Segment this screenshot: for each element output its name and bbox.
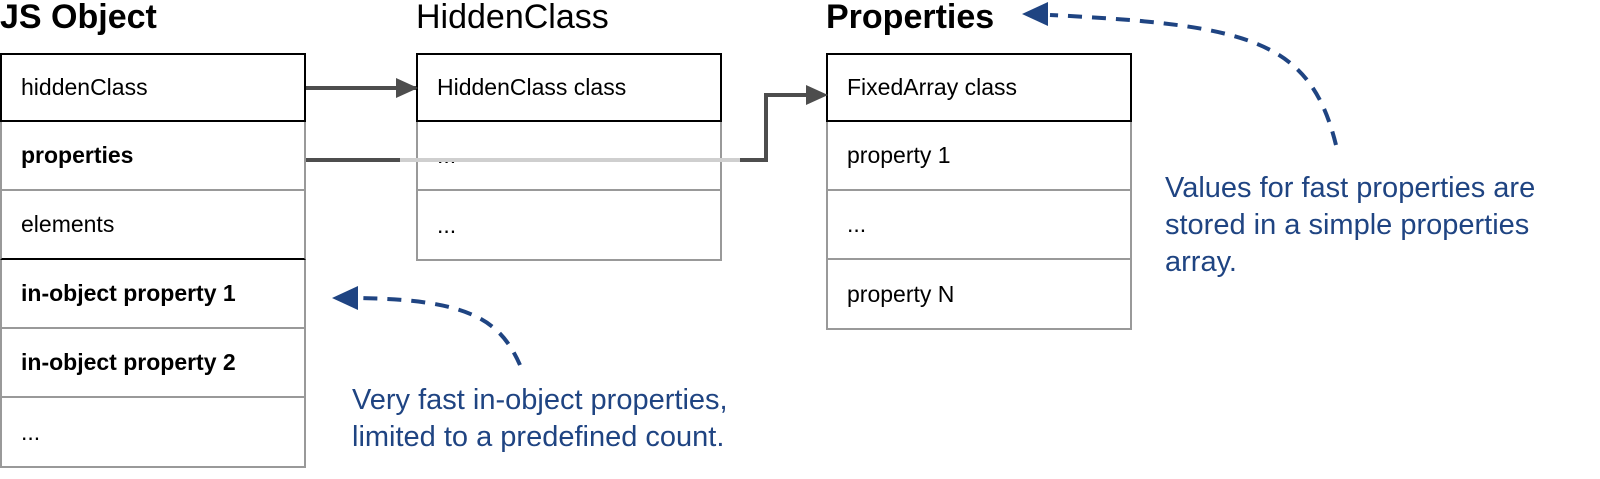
- fast-properties-arrowhead-icon: [1022, 2, 1048, 26]
- js-object-row-hiddenclass: hiddenClass: [0, 53, 306, 122]
- js-object-row-elements: elements: [0, 191, 306, 260]
- properties-arrowhead-icon: [806, 85, 828, 105]
- properties-box: FixedArray class property 1 ... property…: [826, 53, 1132, 330]
- in-object-note-line-1: Very fast in-object properties,: [352, 384, 728, 416]
- fast-properties-note-line-2: stored in a simple properties: [1165, 209, 1530, 241]
- fast-properties-annotation-arrow: [1049, 13, 1338, 146]
- properties-row-fixedarray: FixedArray class: [826, 53, 1132, 122]
- js-object-title: JS Object: [0, 0, 157, 36]
- properties-row-property-1: property 1: [826, 122, 1132, 191]
- hiddenclass-arrowhead-icon: [396, 78, 418, 98]
- fast-properties-note-line-3: array.: [1165, 246, 1237, 278]
- js-object-row-ellipsis: ...: [0, 398, 306, 468]
- fast-properties-note: Values for fast properties are stored in…: [1165, 170, 1535, 281]
- in-object-arrowhead-icon: [332, 286, 358, 310]
- in-object-annotation-arrow: [359, 296, 522, 366]
- in-object-note-line-2: limited to a predefined count.: [352, 421, 725, 453]
- in-object-note: Very fast in-object properties, limited …: [352, 382, 728, 456]
- properties-row-ellipsis: ...: [826, 191, 1132, 260]
- properties-title: Properties: [826, 0, 995, 36]
- properties-row-property-n: property N: [826, 260, 1132, 330]
- hidden-class-title: HiddenClass: [416, 0, 609, 36]
- properties-pointer-line-right: [740, 93, 808, 162]
- js-object-row-in-object-1: in-object property 1: [0, 260, 306, 329]
- hidden-class-row-ellipsis-2: ...: [416, 191, 722, 261]
- hidden-class-box: HiddenClass class ... ...: [416, 53, 722, 261]
- fast-properties-note-line-1: Values for fast properties are: [1165, 172, 1536, 204]
- js-object-row-in-object-2: in-object property 2: [0, 329, 306, 398]
- js-object-box: hiddenClass properties elements in-objec…: [0, 53, 306, 468]
- hidden-class-row-class: HiddenClass class: [416, 53, 722, 122]
- js-object-row-properties: properties: [0, 122, 306, 191]
